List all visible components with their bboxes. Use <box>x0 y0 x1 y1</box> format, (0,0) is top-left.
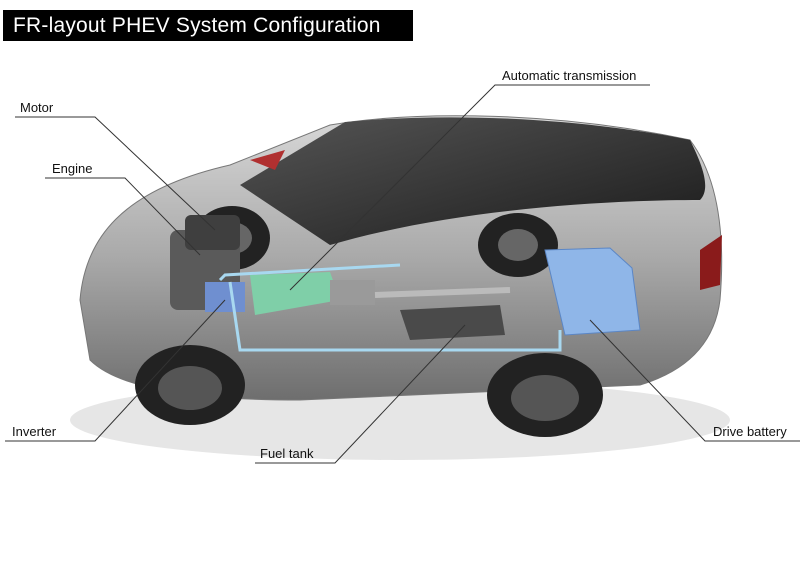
rear-left-wheel <box>487 353 603 437</box>
transmission-leader-line <box>289 84 650 291</box>
inverter-block <box>205 282 245 312</box>
battery-leader-line <box>589 319 800 442</box>
motor-leader-line <box>15 116 216 231</box>
label-motor: Motor <box>20 100 54 115</box>
label-automatic-transmission: Automatic transmission <box>502 68 637 83</box>
transfer-case <box>330 280 375 305</box>
rear-right-wheel <box>478 213 558 277</box>
front-left-wheel <box>135 345 245 425</box>
label-drive-battery: Drive battery <box>713 424 787 439</box>
inverter-leader-line <box>5 299 226 442</box>
transmission-block <box>250 272 340 315</box>
prop-shaft <box>374 287 511 298</box>
label-engine: Engine <box>52 161 93 176</box>
head-light <box>250 150 285 170</box>
label-inverter: Inverter <box>12 424 57 439</box>
drive-battery-block <box>544 247 641 336</box>
hv-cable <box>228 281 562 352</box>
tail-light <box>700 235 722 290</box>
label-fuel-tank: Fuel tank <box>260 446 314 461</box>
motor-block <box>185 215 240 250</box>
hv-cable <box>218 263 401 282</box>
car-roof-glass <box>240 117 706 245</box>
engine-leader-line <box>45 177 201 256</box>
fuel-tank-block <box>400 305 505 340</box>
fuel-tank-leader-line <box>255 324 466 464</box>
diagram-title: FR-layout PHEV System Configuration <box>3 10 413 41</box>
